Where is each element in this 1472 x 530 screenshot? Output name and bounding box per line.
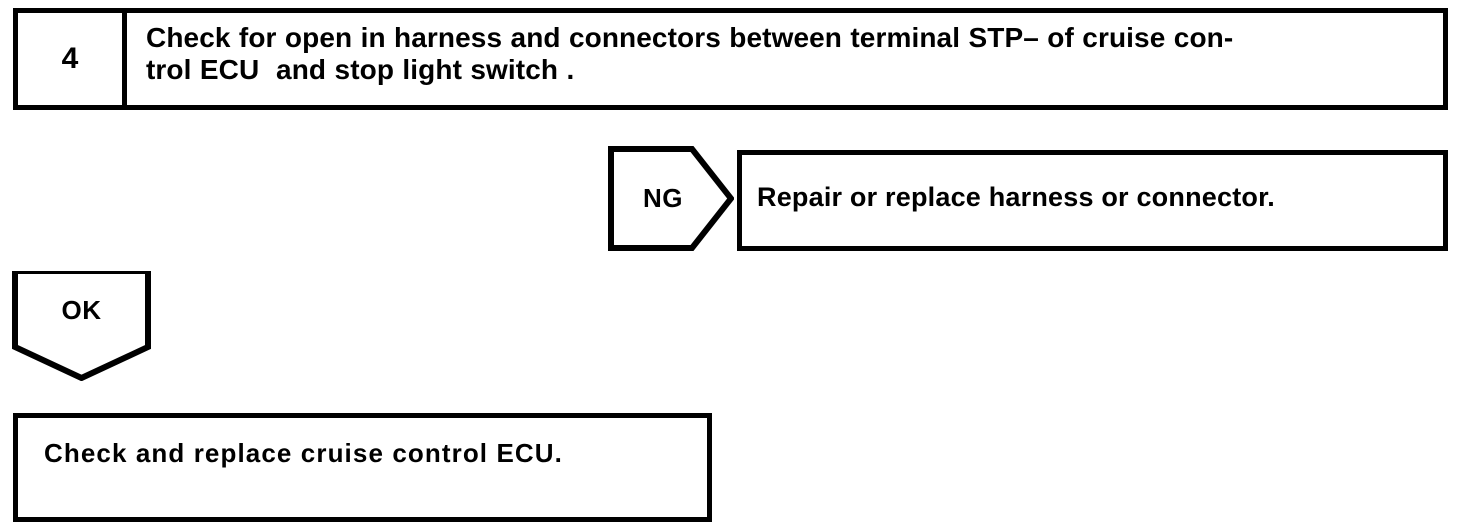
step-instruction-text: Check for open in harness and connectors…	[146, 22, 1234, 86]
ok-result-text: Check and replace cruise control ECU.	[44, 438, 563, 468]
step-instruction-cell: Check for open in harness and connectors…	[132, 13, 1443, 105]
ng-arrow-icon	[608, 146, 734, 251]
ng-result-text: Repair or replace harness or connector.	[757, 181, 1275, 212]
step-number: 4	[61, 42, 79, 75]
step-number-cell: 4	[18, 13, 127, 105]
ok-result-box: Check and replace cruise control ECU.	[13, 413, 712, 522]
step-row: 4 Check for open in harness and connecto…	[13, 8, 1448, 110]
ng-result-box: Repair or replace harness or connector.	[737, 150, 1448, 251]
ok-arrow-icon	[12, 271, 151, 381]
